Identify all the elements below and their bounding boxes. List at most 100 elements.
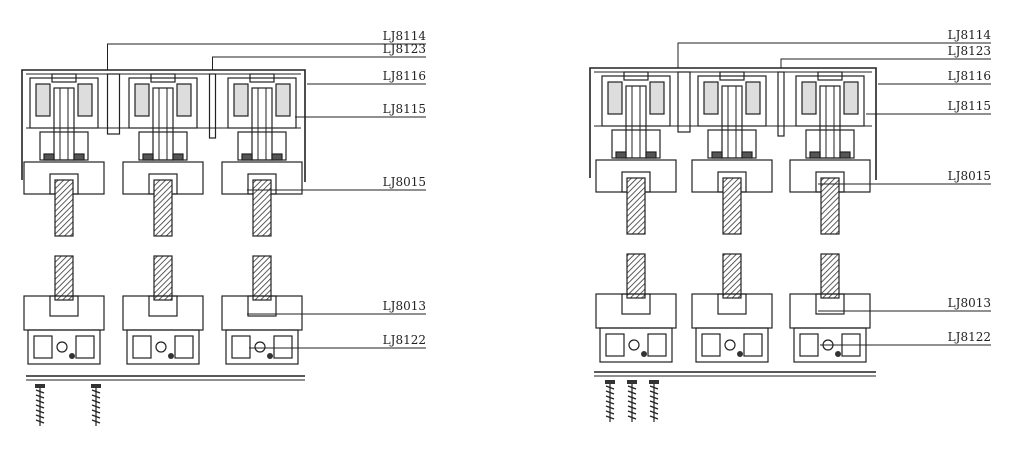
part-label: LJ8122 bbox=[383, 333, 426, 347]
part-label: LJ8115 bbox=[948, 99, 991, 113]
screw-head bbox=[649, 380, 659, 384]
roller-right bbox=[275, 83, 291, 117]
roller-cap bbox=[249, 73, 275, 83]
sash-unit bbox=[789, 71, 871, 363]
roller-right bbox=[77, 83, 93, 117]
part-label: LJ8013 bbox=[383, 299, 426, 313]
screw-icon bbox=[649, 380, 659, 422]
glass-panel-upper bbox=[820, 177, 840, 235]
glass-channel-bottom bbox=[247, 295, 277, 317]
glass-panel-upper bbox=[252, 179, 272, 237]
bottom-wheel-block bbox=[132, 335, 152, 359]
track-divider bbox=[106, 73, 121, 135]
screw-head bbox=[605, 380, 615, 384]
hanger-stem bbox=[819, 85, 841, 159]
hanger-bracket bbox=[805, 129, 855, 159]
track-divider-LJ8123 bbox=[208, 73, 217, 139]
glass-channel-bottom bbox=[815, 293, 845, 315]
bottom-wheel-block bbox=[273, 335, 293, 359]
bottom-roller-housing bbox=[27, 329, 101, 365]
part-label: LJ8114 bbox=[383, 29, 427, 43]
screw-icon bbox=[627, 380, 637, 422]
bottom-wheel-block bbox=[701, 333, 721, 357]
bottom-wheel-block bbox=[33, 335, 53, 359]
roller-cap bbox=[150, 73, 176, 83]
hanger-stem bbox=[251, 87, 273, 161]
part-label: LJ8115 bbox=[383, 102, 426, 116]
wheel-icon bbox=[56, 341, 68, 353]
head-frame bbox=[21, 69, 306, 182]
wheel-axle bbox=[69, 353, 75, 359]
wheel-icon bbox=[254, 341, 266, 353]
bottom-sash-profile bbox=[221, 295, 303, 331]
wheel-axle bbox=[835, 351, 841, 357]
glass-panel-lower bbox=[820, 253, 840, 299]
glass-panel-lower bbox=[626, 253, 646, 299]
glass-channel-bottom bbox=[148, 295, 178, 317]
hanger-bracket bbox=[707, 129, 757, 159]
glass-panel-lower bbox=[722, 253, 742, 299]
part-label: LJ8114 bbox=[948, 28, 992, 42]
part-label: LJ8116 bbox=[383, 69, 426, 83]
leader-line bbox=[780, 58, 991, 68]
roller-right bbox=[745, 81, 761, 115]
roller-left bbox=[134, 83, 150, 117]
screw-head bbox=[627, 380, 637, 384]
wheel-icon bbox=[155, 341, 167, 353]
bottom-wheel-block bbox=[743, 333, 763, 357]
roller-right bbox=[843, 81, 859, 115]
left-section-drawing: LJ8114LJ8123LJ8116LJ8115LJ8015LJ8013LJ81… bbox=[21, 29, 427, 426]
roller-left bbox=[703, 81, 719, 115]
bracket-screw bbox=[172, 153, 184, 161]
roller-right bbox=[649, 81, 665, 115]
track-divider-LJ8123 bbox=[777, 71, 785, 137]
wheel-icon bbox=[724, 339, 736, 351]
bottom-sash-profile bbox=[595, 293, 677, 329]
bottom-roller-housing bbox=[225, 329, 299, 365]
bracket-screw bbox=[241, 153, 253, 161]
part-label: LJ8116 bbox=[948, 69, 991, 83]
part-label: LJ8123 bbox=[383, 42, 426, 56]
bracket-screw bbox=[271, 153, 283, 161]
roller-housing bbox=[697, 75, 767, 127]
glass-panel-upper bbox=[722, 177, 742, 235]
wheel-axle bbox=[267, 353, 273, 359]
sash-unit bbox=[23, 73, 105, 365]
roller-cap bbox=[51, 73, 77, 83]
sash-unit bbox=[221, 73, 303, 365]
roller-left bbox=[233, 83, 249, 117]
glass-channel-bottom bbox=[49, 295, 79, 317]
hanger-bracket bbox=[39, 131, 89, 161]
roller-cap bbox=[623, 71, 649, 81]
bottom-wheel-block bbox=[231, 335, 251, 359]
roller-left bbox=[607, 81, 623, 115]
roller-cap bbox=[719, 71, 745, 81]
bottom-wheel-block bbox=[799, 333, 819, 357]
part-label: LJ8013 bbox=[948, 296, 991, 310]
bracket-screw bbox=[142, 153, 154, 161]
glass-panel-lower bbox=[54, 255, 74, 301]
bottom-wheel-block bbox=[174, 335, 194, 359]
glass-panel-lower bbox=[153, 255, 173, 301]
bottom-sash-profile bbox=[122, 295, 204, 331]
track-divider bbox=[677, 71, 691, 133]
glass-channel-bottom bbox=[621, 293, 651, 315]
part-label: LJ8015 bbox=[383, 175, 426, 189]
bottom-roller-housing bbox=[599, 327, 673, 363]
bracket-screw bbox=[711, 151, 723, 159]
bracket-screw bbox=[645, 151, 657, 159]
bracket-screw bbox=[615, 151, 627, 159]
wheel-axle bbox=[168, 353, 174, 359]
wheel-axle bbox=[737, 351, 743, 357]
bracket-screw bbox=[73, 153, 85, 161]
leader-line bbox=[107, 43, 426, 70]
screw-icon bbox=[91, 384, 101, 426]
roller-housing bbox=[601, 75, 671, 127]
part-label: LJ8123 bbox=[948, 44, 991, 58]
wheel-axle bbox=[641, 351, 647, 357]
roller-housing bbox=[795, 75, 865, 127]
leader-line bbox=[677, 42, 991, 68]
hanger-bracket bbox=[611, 129, 661, 159]
hanger-stem bbox=[53, 87, 75, 161]
glass-panel-upper bbox=[153, 179, 173, 237]
